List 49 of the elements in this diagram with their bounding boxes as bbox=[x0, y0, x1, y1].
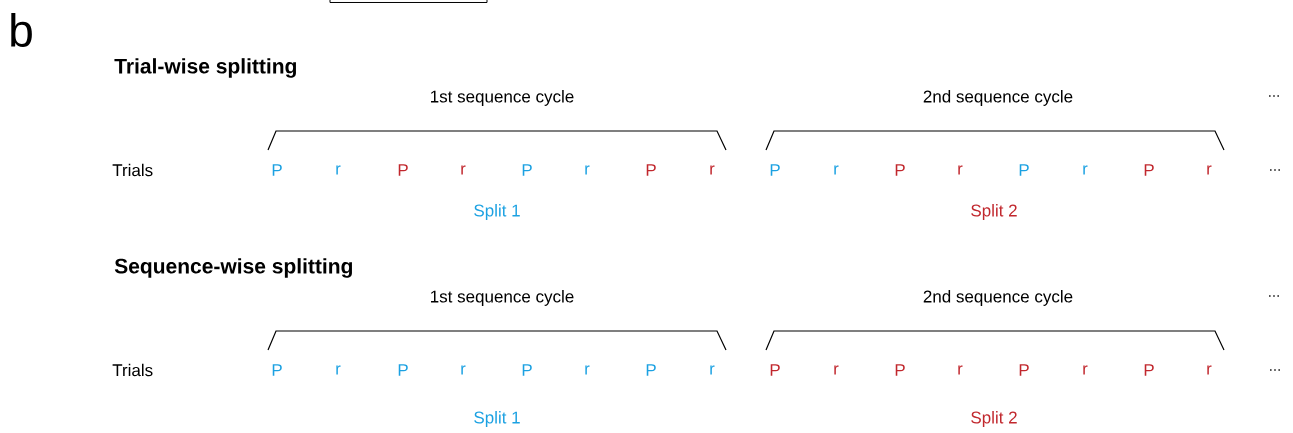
cycle-label: 1st sequence cycle bbox=[431, 290, 574, 306]
trial-letter: r bbox=[710, 165, 715, 175]
trial-letter: r bbox=[1083, 165, 1088, 175]
cycle-label: 2nd sequence cycle bbox=[923, 90, 1073, 106]
split-label: Split 2 bbox=[971, 411, 1017, 427]
ellipsis: ... bbox=[1270, 369, 1280, 371]
cycle-label: 2nd sequence cycle bbox=[923, 290, 1073, 306]
ellipsis: ... bbox=[1269, 95, 1279, 97]
ellipsis: ... bbox=[1269, 295, 1279, 297]
trial-letter: P bbox=[1144, 164, 1154, 176]
trial-letter: P bbox=[522, 164, 532, 176]
trial-letter: P bbox=[895, 364, 905, 376]
trial-letter: P bbox=[770, 164, 780, 176]
trial-letter: P bbox=[272, 164, 282, 176]
trial-letter: r bbox=[1083, 365, 1088, 375]
trial-letter: r bbox=[958, 165, 963, 175]
split-label: Split 1 bbox=[474, 411, 520, 427]
trial-letter: r bbox=[336, 365, 341, 375]
trial-letter: r bbox=[461, 165, 466, 175]
section-heading: Sequence-wise splitting bbox=[114, 258, 352, 278]
split-label: Split 2 bbox=[971, 204, 1017, 220]
trial-letter: P bbox=[522, 364, 532, 376]
row-label: Trials bbox=[112, 163, 153, 177]
trial-letter: r bbox=[1207, 165, 1212, 175]
trial-letter: r bbox=[585, 365, 590, 375]
trial-letter: P bbox=[398, 364, 408, 376]
trial-letter: P bbox=[1019, 164, 1029, 176]
trial-letter: r bbox=[834, 165, 839, 175]
trial-letter: P bbox=[1144, 364, 1154, 376]
ellipsis: ... bbox=[1270, 169, 1280, 171]
trial-letter: r bbox=[834, 365, 839, 375]
trial-letter: r bbox=[958, 365, 963, 375]
trial-letter: P bbox=[770, 364, 780, 376]
trial-letter: P bbox=[1019, 364, 1029, 376]
trial-letter: P bbox=[272, 364, 282, 376]
trial-letter: P bbox=[895, 164, 905, 176]
trial-letter: r bbox=[710, 365, 715, 375]
split-label: Split 1 bbox=[474, 204, 520, 220]
trial-letter: r bbox=[336, 165, 341, 175]
panel-letter: b bbox=[11, 13, 32, 47]
cycle-label: 1st sequence cycle bbox=[431, 90, 574, 106]
trial-letter: r bbox=[1207, 365, 1212, 375]
trial-letter: P bbox=[398, 164, 408, 176]
trial-letter: r bbox=[461, 365, 466, 375]
section-heading: Trial-wise splitting bbox=[114, 58, 296, 78]
row-label: Trials bbox=[112, 363, 153, 377]
trial-letter: P bbox=[646, 364, 656, 376]
trial-letter: r bbox=[585, 165, 590, 175]
trial-letter: P bbox=[646, 164, 656, 176]
